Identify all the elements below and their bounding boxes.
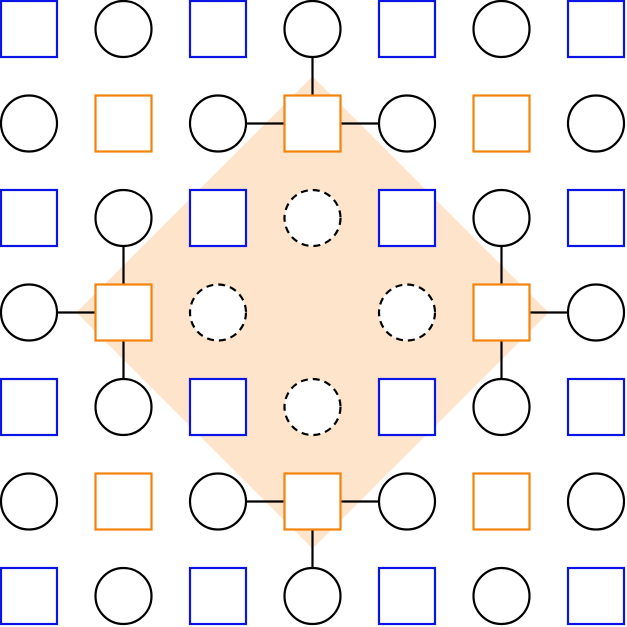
blue-square-node-r0c2	[188, 0, 248, 59]
blue-square-node-r4c4	[377, 377, 437, 437]
blue-square-node-r0c6	[566, 0, 626, 59]
orange-square-node-r3c1	[94, 283, 153, 342]
orange-square-node-r5c1	[94, 472, 153, 531]
orange-square-node-r5c5	[472, 472, 531, 531]
orange-square-node-r1c3	[283, 94, 342, 153]
blue-square-node-r2c0	[0, 188, 59, 248]
orange-square-node-r3c5	[472, 283, 531, 342]
solid-circle-node-r2c1	[94, 188, 153, 248]
solid-circle-node-r5c6	[566, 472, 626, 531]
blue-square-node-r4c6	[566, 377, 626, 437]
solid-circle-node-r3c0	[0, 283, 59, 342]
orange-square-node-r5c3	[283, 472, 342, 531]
orange-square-node-r1c5	[472, 94, 531, 153]
dashed-circle-node-r3c4	[377, 283, 437, 342]
blue-square-node-r4c2	[188, 377, 248, 437]
blue-square-node-r0c0	[0, 0, 59, 59]
solid-circle-node-r1c2	[188, 94, 248, 153]
blue-square-node-r4c0	[0, 377, 59, 437]
solid-circle-node-r0c3	[283, 0, 342, 59]
blue-square-node-r6c4	[377, 566, 437, 626]
solid-circle-node-r2c5	[472, 188, 531, 248]
blue-square-node-r2c4	[377, 188, 437, 248]
solid-circle-node-r4c1	[94, 377, 153, 437]
blue-square-node-r6c2	[188, 566, 248, 626]
solid-circle-node-r1c0	[0, 94, 59, 153]
dashed-circle-node-r3c2	[188, 283, 248, 342]
solid-circle-node-r6c1	[94, 566, 153, 626]
solid-circle-node-r4c5	[472, 377, 531, 437]
solid-circle-node-r5c0	[0, 472, 59, 531]
dashed-circle-node-r2c3	[283, 188, 342, 248]
solid-circle-node-r1c6	[566, 94, 626, 153]
blue-square-node-r0c4	[377, 0, 437, 59]
solid-circle-node-r5c2	[188, 472, 248, 531]
solid-circle-node-r6c5	[472, 566, 531, 626]
dashed-circle-node-r4c3	[283, 377, 342, 437]
solid-circle-node-r0c5	[472, 0, 531, 59]
solid-circle-node-r0c1	[94, 0, 153, 59]
solid-circle-node-r3c6	[566, 283, 626, 342]
solid-circle-node-r5c4	[377, 472, 437, 531]
blue-square-node-r6c6	[566, 566, 626, 626]
solid-circle-node-r6c3	[283, 566, 342, 626]
blue-square-node-r6c0	[0, 566, 59, 626]
blue-square-node-r2c6	[566, 188, 626, 248]
solid-circle-node-r1c4	[377, 94, 437, 153]
blue-square-node-r2c2	[188, 188, 248, 248]
orange-square-node-r1c1	[94, 94, 153, 153]
